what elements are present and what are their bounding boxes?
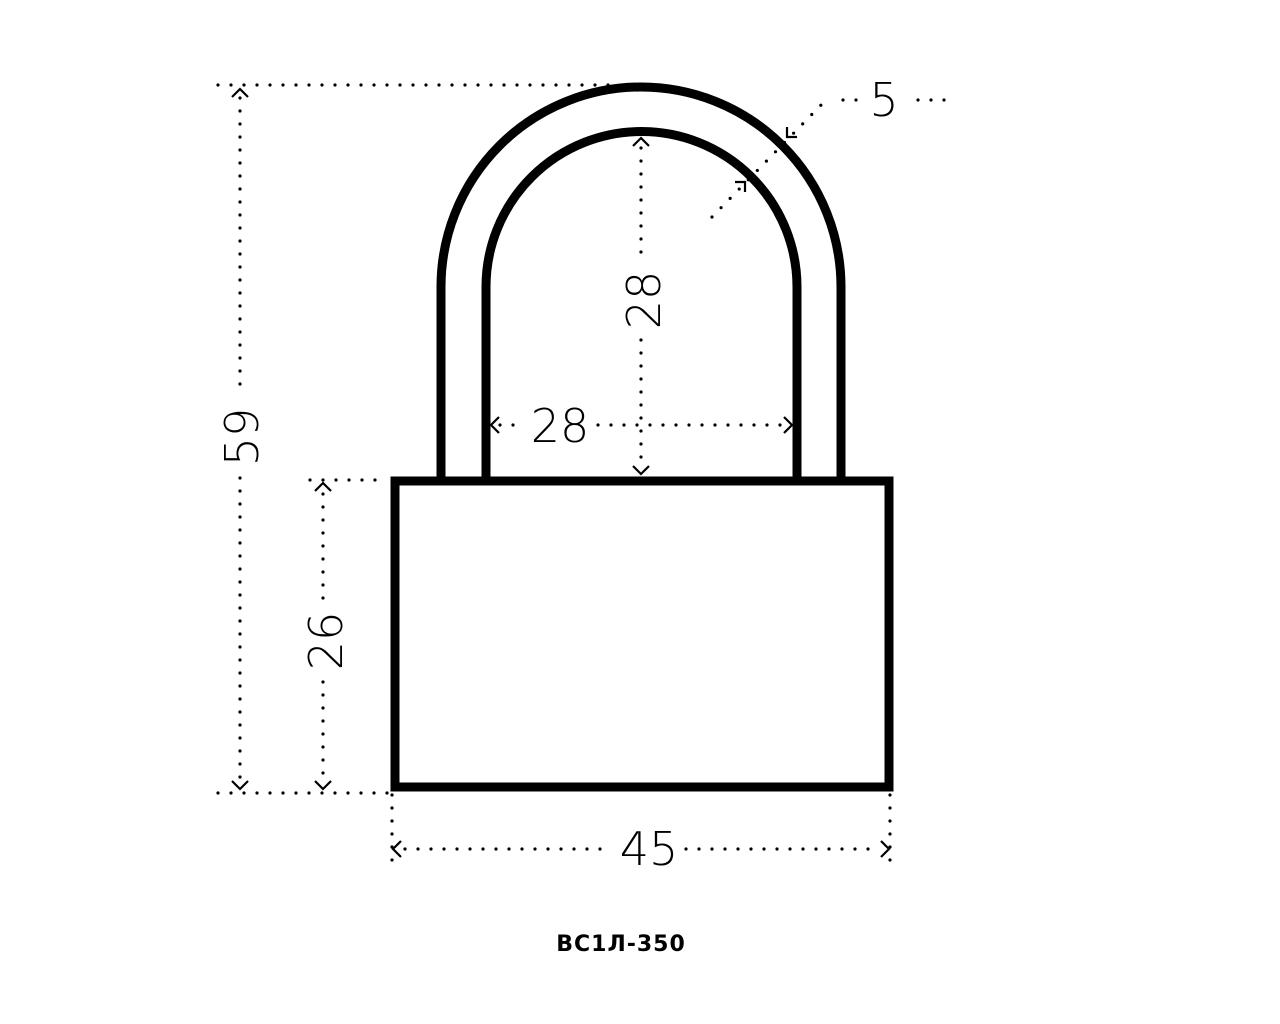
label-shackle-inner-width: 28 — [531, 399, 590, 453]
padlock-body — [390, 476, 894, 792]
model-title: ВС1Л-350 — [556, 932, 686, 957]
label-body-width: 45 — [620, 822, 679, 876]
dimension-shackle-inner-width: 28 — [489, 399, 794, 453]
label-body-height: 26 — [299, 612, 353, 671]
dimension-total-height: 59 — [215, 87, 269, 791]
shackle-inner — [481, 127, 802, 480]
label-shackle-inner-height: 28 — [617, 271, 671, 330]
dimension-body-width: 45 — [391, 822, 891, 876]
dimension-shackle-thickness: 5 — [710, 73, 952, 219]
label-total-height: 59 — [215, 408, 269, 467]
dimension-shackle-inner-height: 28 — [617, 136, 671, 476]
label-shackle-thickness: 5 — [869, 73, 898, 127]
dimension-body-height: 26 — [299, 481, 353, 791]
shackle-outer — [436, 82, 846, 480]
